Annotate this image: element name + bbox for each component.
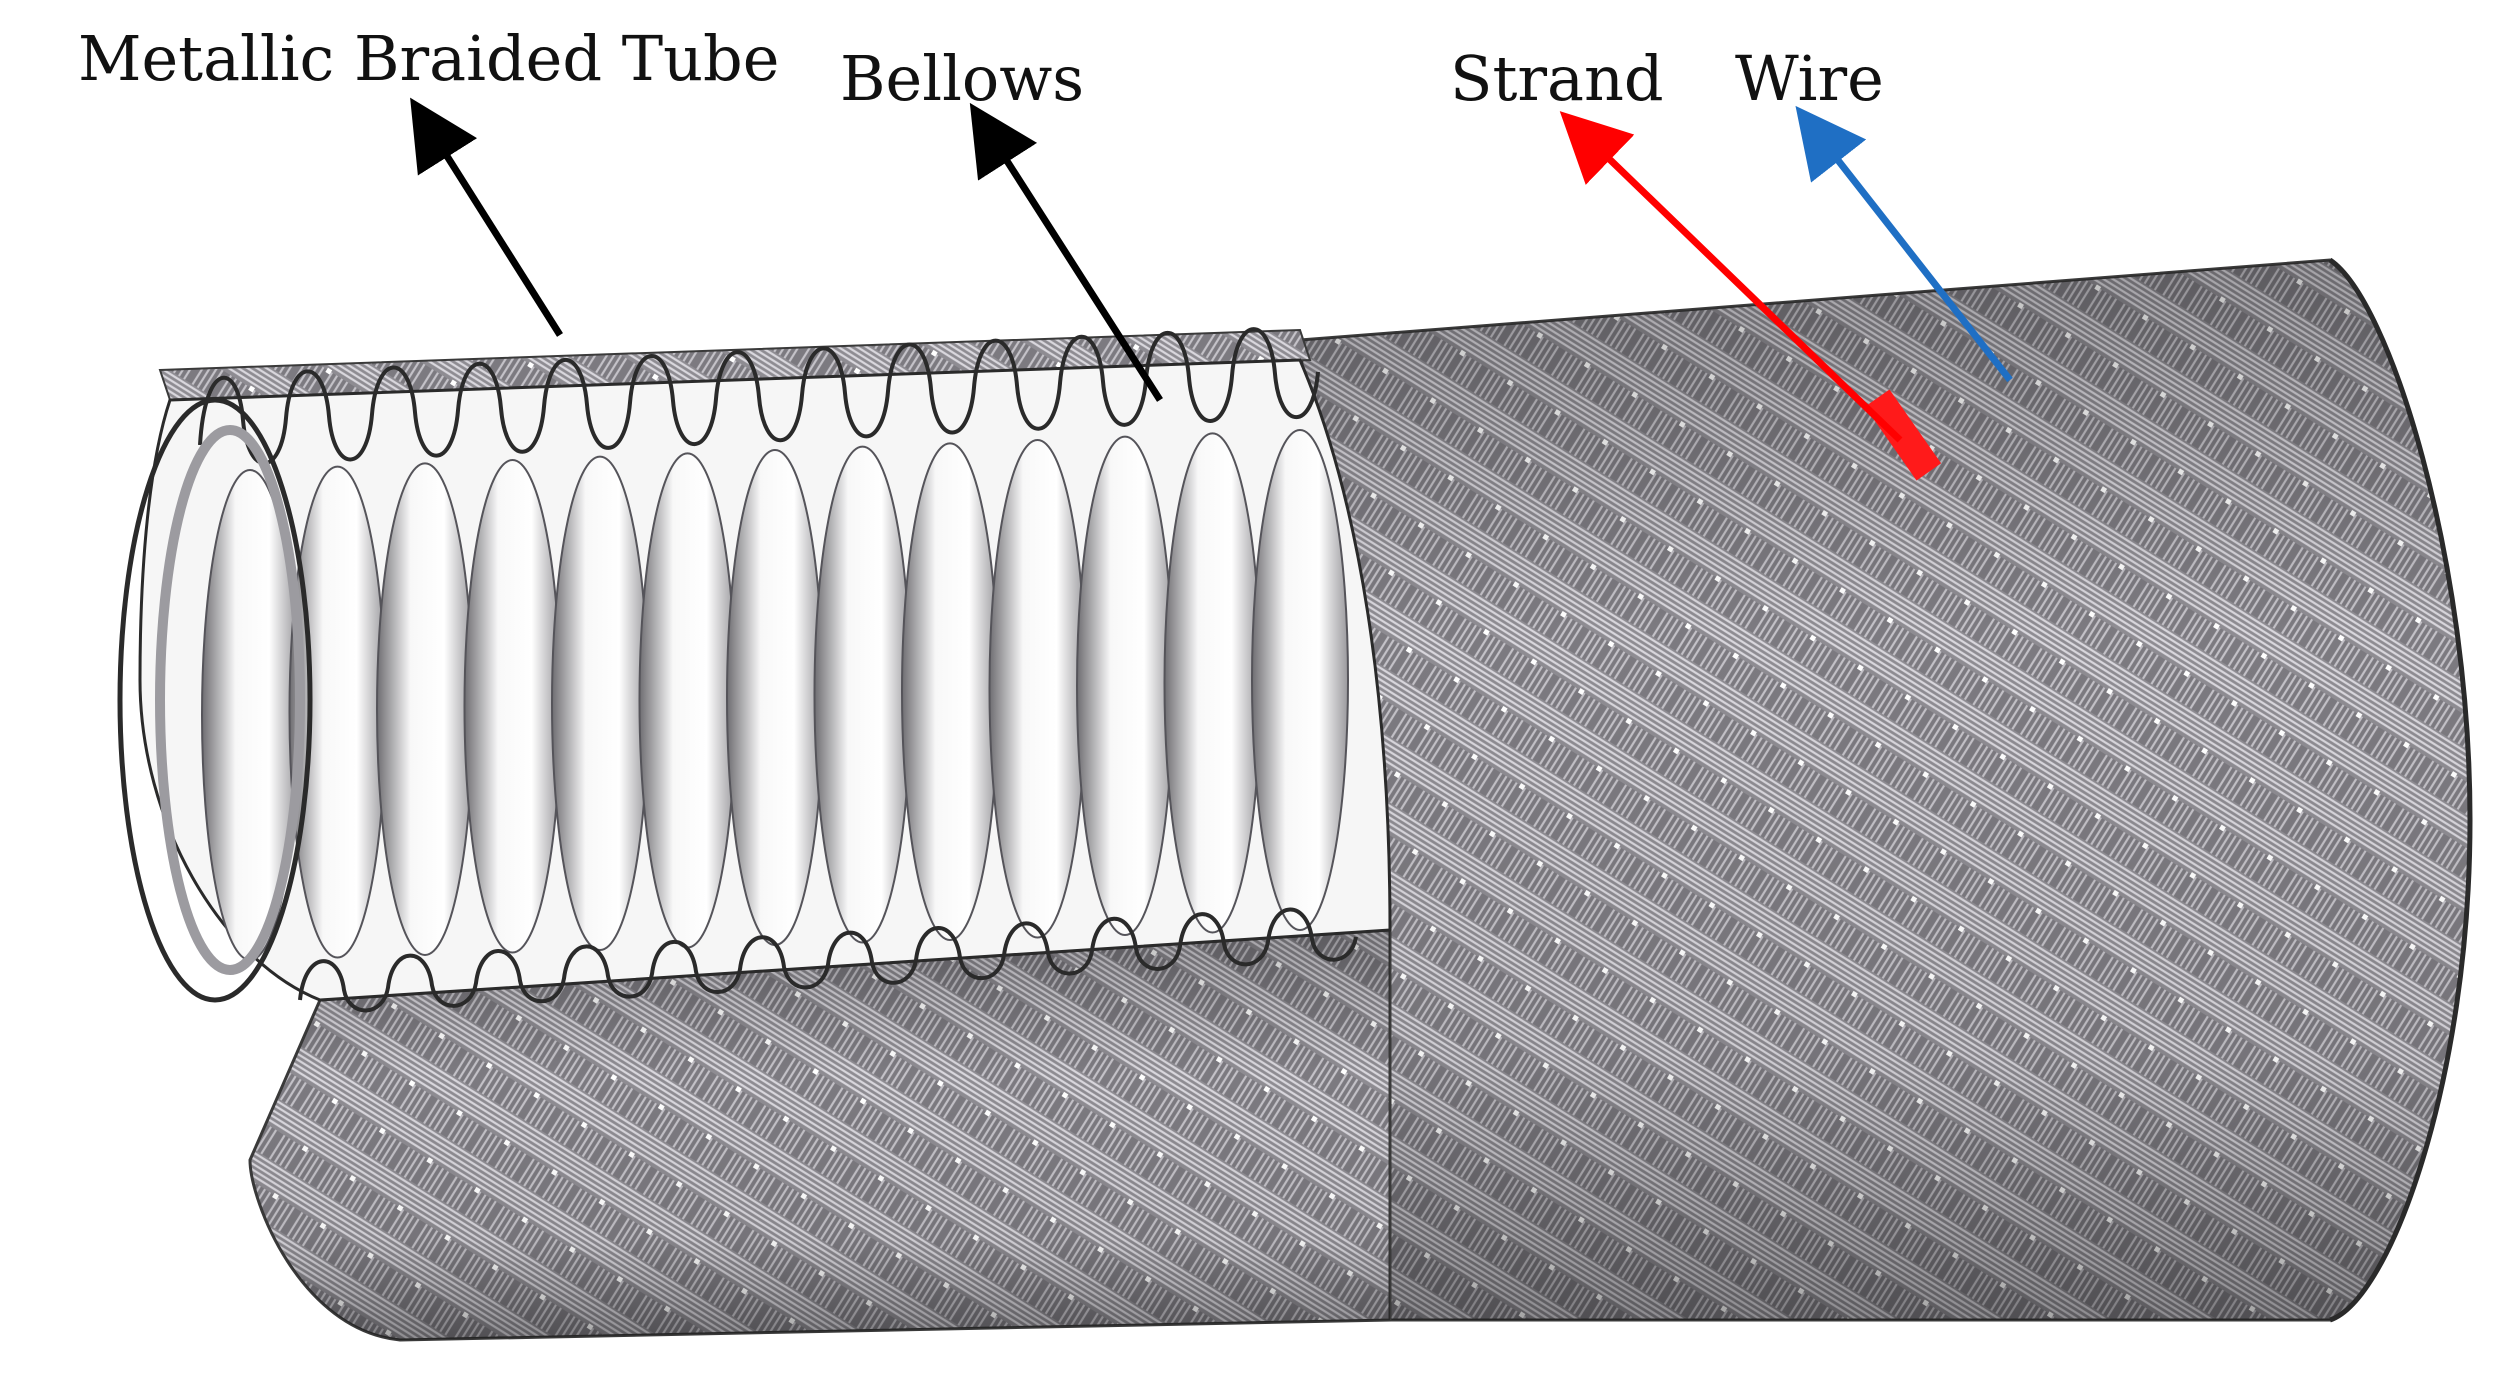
bellows-ring	[813, 445, 912, 944]
wire-arrow	[1795, 105, 2013, 383]
bellows-ring	[551, 455, 649, 951]
braided-sleeve	[1298, 257, 2473, 1323]
braided-tube-arrow	[410, 97, 563, 337]
bellows-ring	[726, 449, 824, 946]
braided-sleeve-top-rim	[158, 328, 1312, 402]
bellows-arrow	[969, 102, 1163, 402]
wire-label: Wire	[1735, 42, 1884, 115]
bellows-ring	[463, 459, 562, 954]
bellows-cutaway	[117, 327, 1392, 1013]
bellows-ring	[1251, 429, 1349, 931]
metallic-braided-tube-label: Metallic Braided Tube	[78, 22, 780, 95]
strand-highlight	[1864, 389, 1942, 481]
strand-arrow	[1559, 111, 1903, 443]
bellows-ring	[376, 462, 474, 957]
bellows-ring	[1163, 432, 1262, 934]
bellows-ring	[638, 452, 737, 949]
bellows-label: Bellows	[840, 42, 1085, 115]
bellows-ring	[901, 442, 999, 942]
braided-sleeve-lower	[248, 928, 1392, 1342]
strand-label: Strand	[1450, 42, 1664, 115]
bellows-ring	[1076, 435, 1174, 936]
bellows-ring	[988, 439, 1087, 939]
